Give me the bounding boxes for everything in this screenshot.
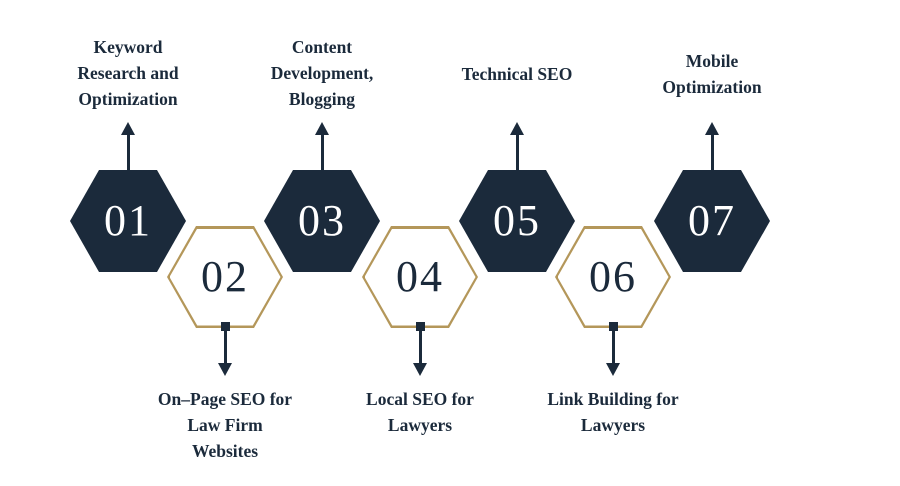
step-label-02: On–Page SEO for Law Firm Websites <box>125 386 325 464</box>
step-number-06: 06 <box>589 252 637 301</box>
step-number-03: 03 <box>298 196 346 245</box>
label-line: Keyword <box>93 37 163 57</box>
arrow-shaft <box>223 331 227 363</box>
step-label-01: Keyword Research and Optimization <box>33 34 223 112</box>
label-line: Websites <box>191 441 259 461</box>
arrow-base-square <box>220 322 230 331</box>
label-line: Development, <box>270 63 374 83</box>
label-line: Local SEO for <box>366 389 474 409</box>
label-line: Link Building for <box>547 389 679 409</box>
step-number-04: 04 <box>396 252 444 301</box>
label-line: Content <box>291 37 353 57</box>
hexagon-07: 07 <box>654 170 770 272</box>
label-line: Law Firm <box>187 415 263 435</box>
step-number-01: 01 <box>104 196 152 245</box>
step-label-05: Technical SEO <box>422 61 612 87</box>
step-label-03: Content Development, Blogging <box>227 34 417 112</box>
arrow-down-icon <box>413 322 427 376</box>
arrow-head <box>121 122 135 135</box>
arrow-up-icon <box>315 122 329 171</box>
step-label-04: Local SEO for Lawyers <box>320 386 520 438</box>
arrow-shaft <box>515 135 519 171</box>
step-number-07: 07 <box>688 196 736 245</box>
hexagon-02: 02 <box>167 226 283 328</box>
step-number-05: 05 <box>493 196 541 245</box>
arrow-head <box>705 122 719 135</box>
arrow-base-square <box>608 322 618 331</box>
arrow-shaft <box>126 135 130 171</box>
arrow-head <box>606 363 620 376</box>
hexagon-06: 06 <box>555 226 671 328</box>
arrow-up-icon <box>121 122 135 171</box>
label-line: Lawyers <box>387 415 453 435</box>
hexagon-03: 03 <box>264 170 380 272</box>
label-line: Technical SEO <box>461 64 573 84</box>
label-line: Optimization <box>662 77 762 97</box>
arrow-shaft <box>320 135 324 171</box>
label-line: On–Page SEO for <box>157 389 293 409</box>
arrow-shaft <box>710 135 714 171</box>
label-line: Optimization <box>78 89 178 109</box>
arrow-up-icon <box>510 122 524 171</box>
label-line: Blogging <box>288 89 356 109</box>
step-number-02: 02 <box>201 252 249 301</box>
hexagon-04: 04 <box>362 226 478 328</box>
step-label-06: Link Building for Lawyers <box>513 386 713 438</box>
arrow-head <box>218 363 232 376</box>
arrow-down-icon <box>606 322 620 376</box>
arrow-down-icon <box>218 322 232 376</box>
arrow-head <box>315 122 329 135</box>
arrow-base-square <box>415 322 425 331</box>
step-label-07: Mobile Optimization <box>617 48 807 100</box>
label-line: Mobile <box>685 51 739 71</box>
arrow-head <box>413 363 427 376</box>
arrow-up-icon <box>705 122 719 171</box>
arrow-shaft <box>611 331 615 363</box>
arrow-head <box>510 122 524 135</box>
arrow-shaft <box>418 331 422 363</box>
label-line: Research and <box>77 63 179 83</box>
label-line: Lawyers <box>580 415 646 435</box>
